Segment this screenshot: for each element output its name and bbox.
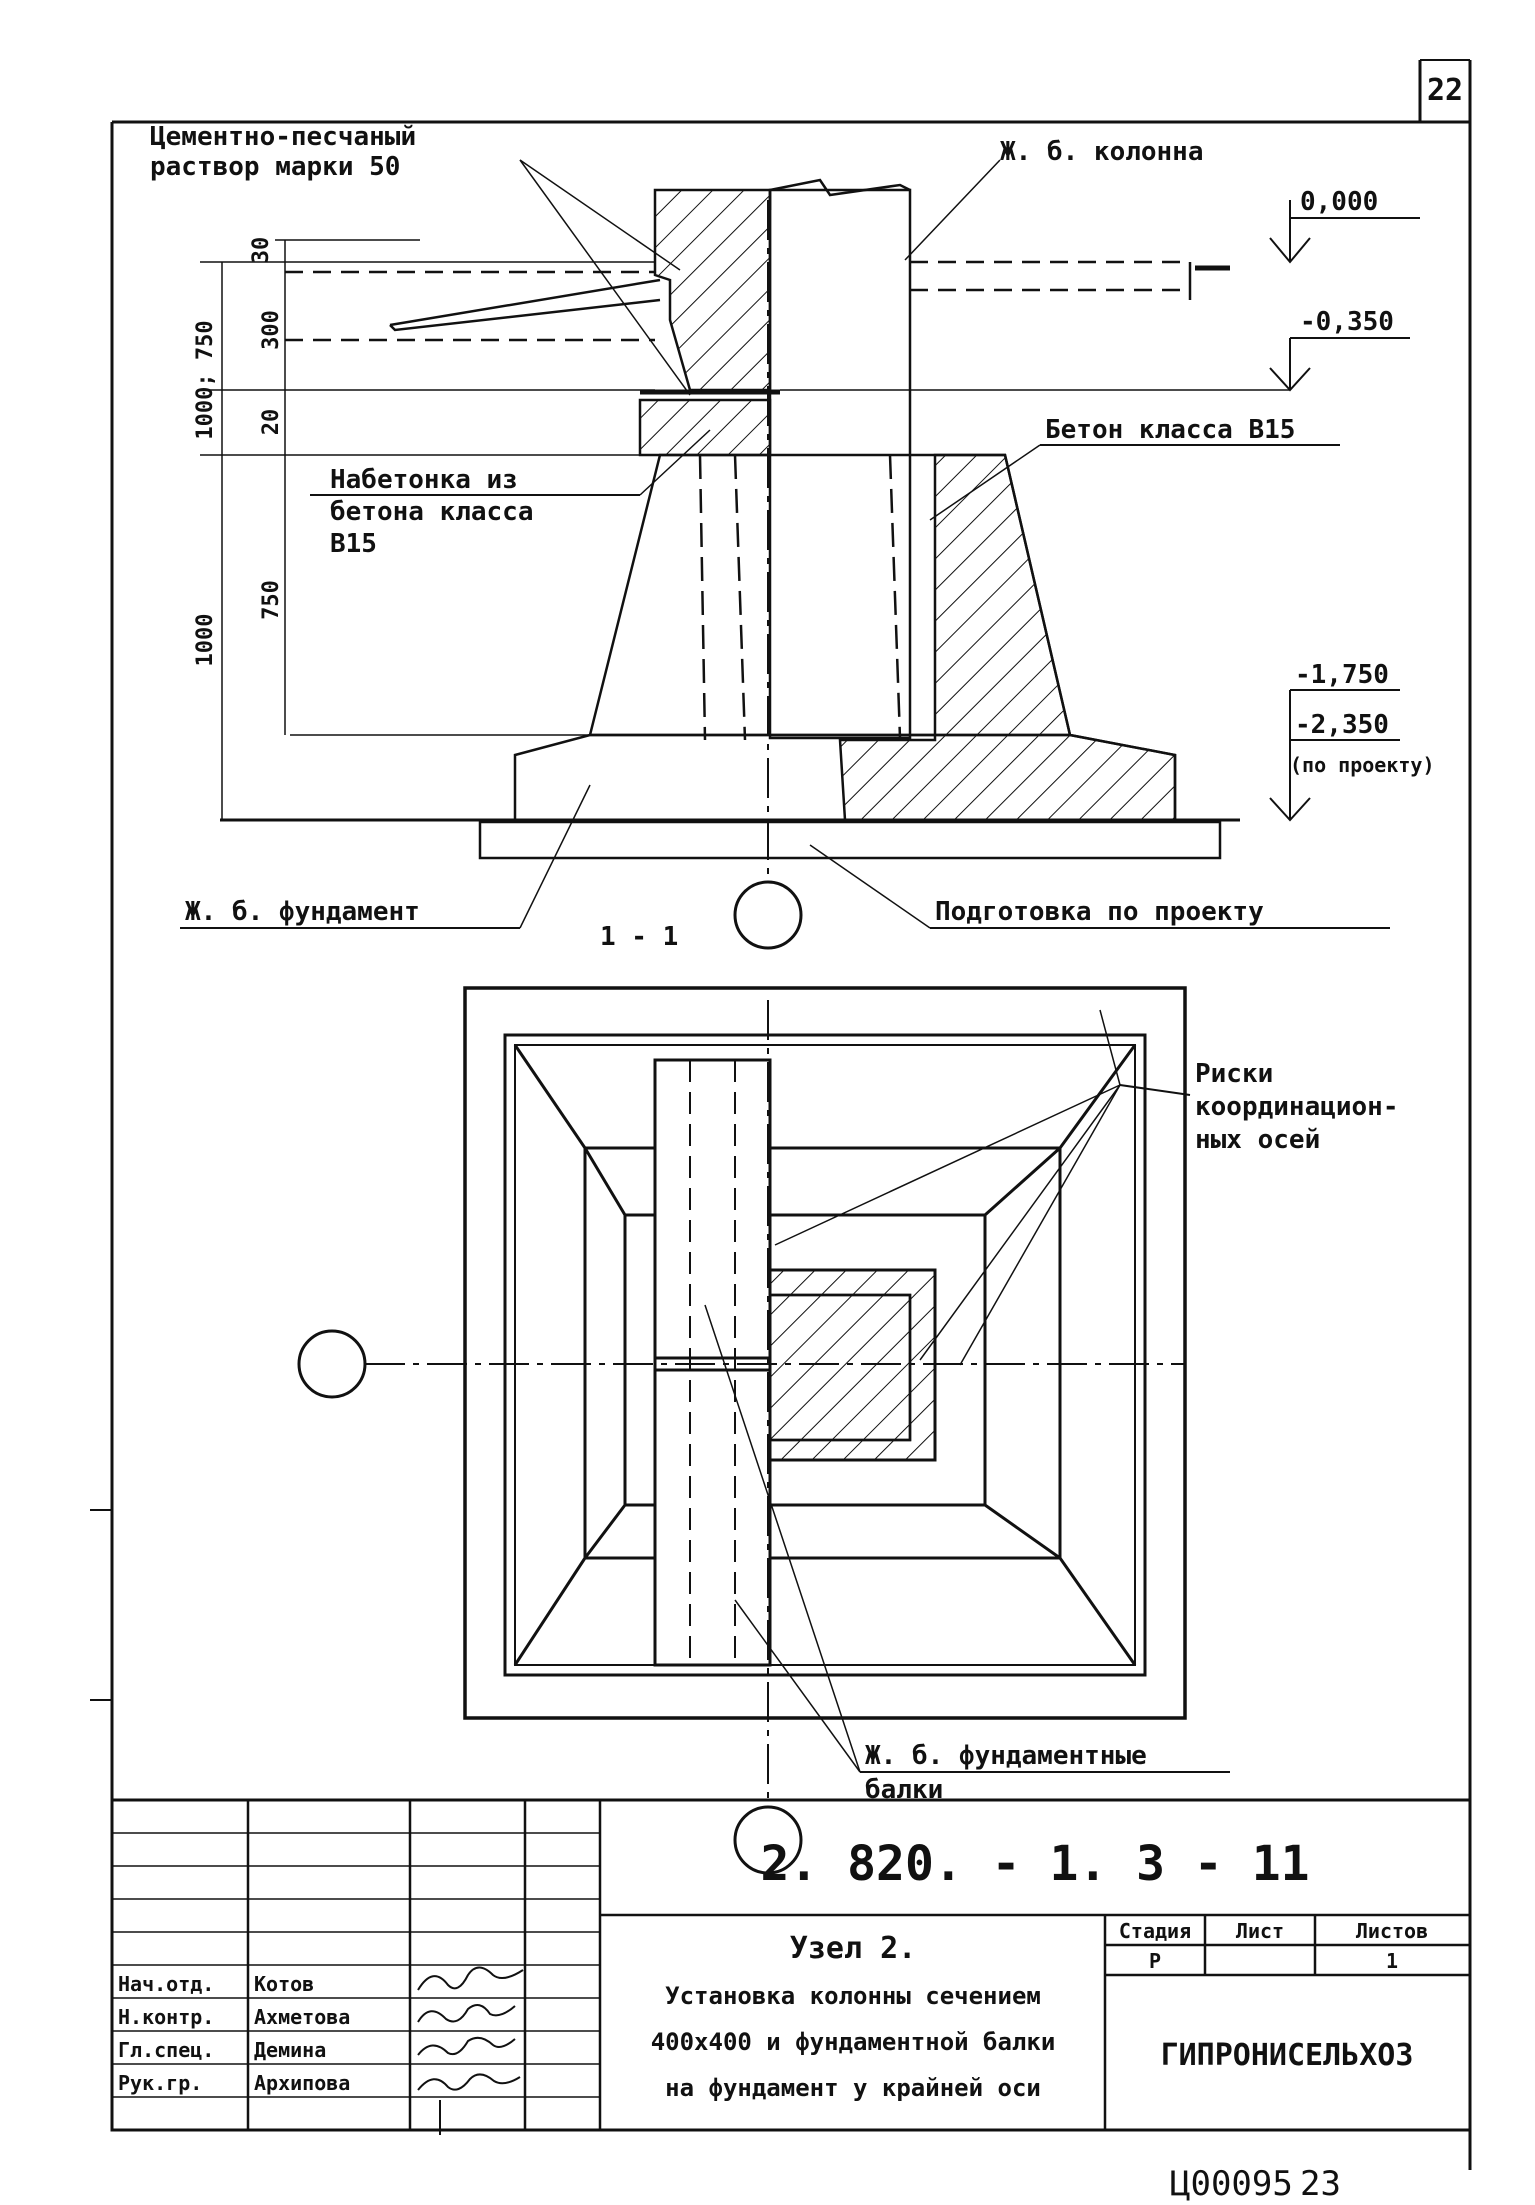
- sheet-header: Лист: [1236, 1919, 1284, 1943]
- plan-outer: [463, 986, 1187, 1720]
- elevation-0: 0,000: [1300, 187, 1378, 217]
- preparation-slab: [478, 820, 1222, 860]
- sheet-frame: [90, 59, 1472, 2170]
- signature-4: [417, 2073, 521, 2091]
- signature-1: [417, 1966, 524, 1991]
- organization: ГИПРОНИСЕЛЬХОЗ: [1161, 2038, 1414, 2073]
- risks-label-2: координацион-: [1195, 1092, 1399, 1122]
- role-4: Рук.гр.: [118, 2071, 202, 2095]
- beams-label-1: Ж. б. фундаментные: [865, 1741, 1147, 1771]
- risks-label-1: Риски: [1195, 1059, 1273, 1089]
- column-outline: [768, 188, 912, 740]
- plan-pedestal: [583, 1146, 1062, 1560]
- axis-marker-section: [733, 880, 803, 950]
- dim-30: 30: [249, 237, 274, 264]
- plan-base: [503, 1033, 1147, 1677]
- foundation-cut-hatch: [838, 453, 1177, 822]
- section-mark: 1 - 1: [600, 922, 678, 952]
- dim-750: 750: [259, 580, 284, 620]
- concrete-fill-label-2: бетона класса: [330, 497, 534, 527]
- role-2: Н.контр.: [118, 2005, 214, 2029]
- plan-foundation-beam: [653, 1058, 772, 1667]
- section-view: [180, 159, 1420, 950]
- axis-marker-plan-bottom: [733, 1805, 803, 1875]
- name-2: Ахметова: [254, 2005, 350, 2029]
- role-1: Нач.отд.: [118, 1972, 214, 1996]
- mortar-label-1: Цементно-песчаный: [150, 122, 416, 152]
- risks-label-3: ных осей: [1195, 1125, 1320, 1155]
- stage-value: Р: [1149, 1949, 1161, 1973]
- title-block-text: 2. 820. - 1. 3 - 11 Узел 2. Установка ко…: [118, 1836, 1428, 2102]
- sheets-value: 1: [1386, 1949, 1398, 1973]
- concrete-fill-block: [638, 398, 772, 457]
- description-line-3: на фундамент у крайней оси: [665, 2074, 1041, 2102]
- title-block: [110, 1798, 1472, 2132]
- dim-range: 1000; 750: [193, 320, 218, 439]
- stage-header: Стадия: [1119, 1919, 1191, 1943]
- name-3: Демина: [254, 2038, 326, 2062]
- signature-2: [417, 2004, 516, 2023]
- dim-300: 300: [259, 310, 284, 350]
- mortar-label-2: раствор марки 50: [150, 152, 400, 182]
- role-3: Гл.спец.: [118, 2038, 214, 2062]
- elevation-3: -2,350: [1295, 710, 1389, 740]
- node-title: Узел 2.: [790, 1931, 916, 1966]
- concrete-label: Бетон класса В15: [1045, 415, 1295, 445]
- elevation-2: -1,750: [1295, 660, 1389, 690]
- sheet-number: 22: [1427, 73, 1463, 108]
- column-label: Ж. б. колонна: [1000, 137, 1204, 167]
- description-line-1: Установка колонны сечением: [665, 1982, 1041, 2010]
- foundation-label: Ж. б. фундамент: [185, 897, 420, 927]
- concrete-fill-label-3: В15: [330, 529, 377, 559]
- preparation-label: Подготовка по проекту: [935, 897, 1264, 927]
- elevation-1: -0,350: [1300, 307, 1394, 337]
- dim-1000: 1000: [193, 614, 218, 667]
- elevation-3-note: (по проекту): [1290, 753, 1435, 777]
- concrete-fill-label-1: Набетонка из: [330, 465, 518, 495]
- description-line-2: 400х400 и фундаментной балки: [651, 2028, 1056, 2056]
- inventory-number: Ц00095: [1170, 2164, 1293, 2204]
- sheets-header: Листов: [1356, 1919, 1428, 1943]
- plan-top: [623, 1213, 987, 1507]
- signatures: [417, 1966, 524, 2135]
- axis-marker-plan-left: [297, 1329, 367, 1399]
- drawing-code: 2. 820. - 1. 3 - 11: [760, 1836, 1309, 1892]
- plan-labels: Риски координацион- ных осей Ж. б. фунда…: [865, 1059, 1399, 1805]
- dim-20: 20: [259, 409, 284, 436]
- name-4: Архипова: [254, 2071, 350, 2095]
- foundation-beam-hatch: [653, 188, 772, 392]
- section-labels: Цементно-песчаный раствор марки 50 Ж. б.…: [150, 122, 1435, 952]
- plan-view: [297, 986, 1230, 1875]
- page-number: 23: [1300, 2164, 1341, 2204]
- name-1: Котов: [254, 1972, 314, 1996]
- signature-3: [417, 2036, 516, 2056]
